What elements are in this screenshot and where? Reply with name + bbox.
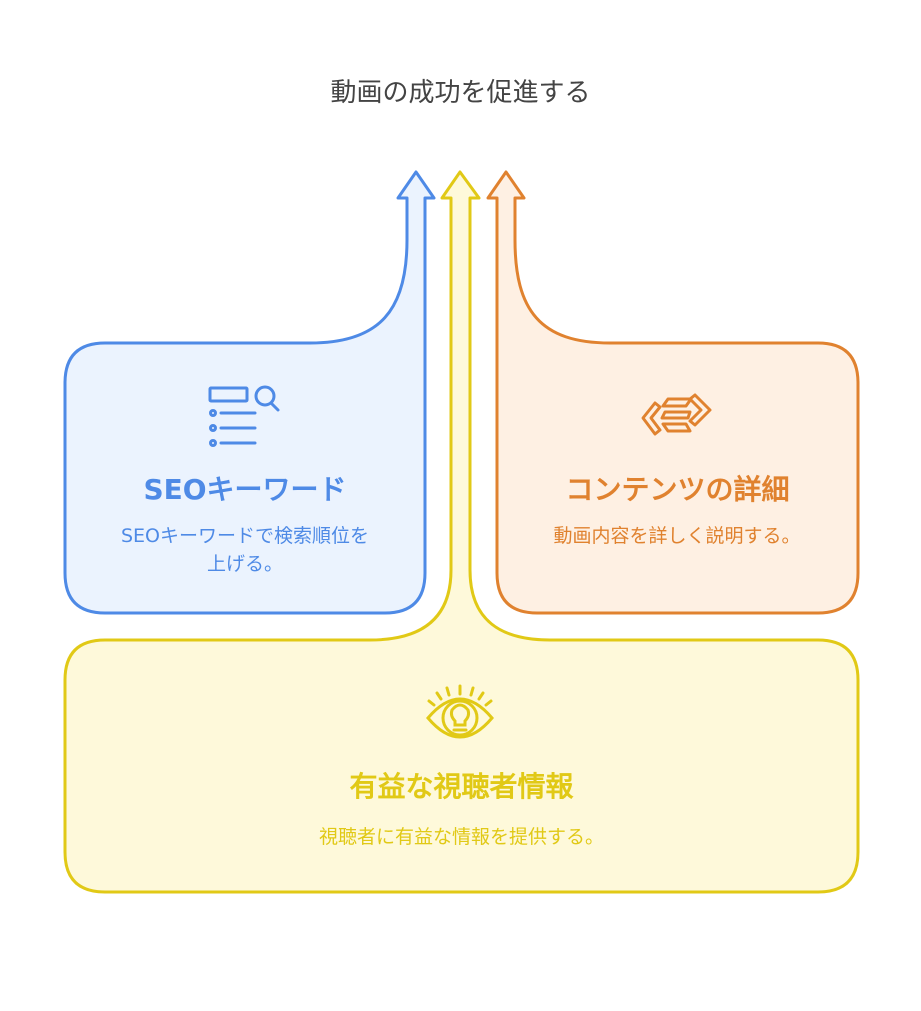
content-description: 動画内容を詳しく説明する。 [553,525,801,547]
orange-arrow-shape [486,170,860,615]
eye-lightbulb-icon [426,684,494,739]
content-heading: コンテンツの詳細 [565,473,790,506]
diagram-title: 動画の成功を促進する [330,78,591,108]
audience-description: 視聴者に有益な情報を提供する。 [318,826,604,848]
seo-description: SEOキーワードで検索順位を上げる。 [120,525,370,575]
seo-heading: SEOキーワード [143,473,347,506]
chevrons-layers-icon [641,393,712,436]
yellow-arrow-shape [63,170,860,894]
audience-heading: 有益な視聴者情報 [349,770,574,803]
list-search-icon [208,385,280,447]
blue-arrow-shape [63,170,436,615]
